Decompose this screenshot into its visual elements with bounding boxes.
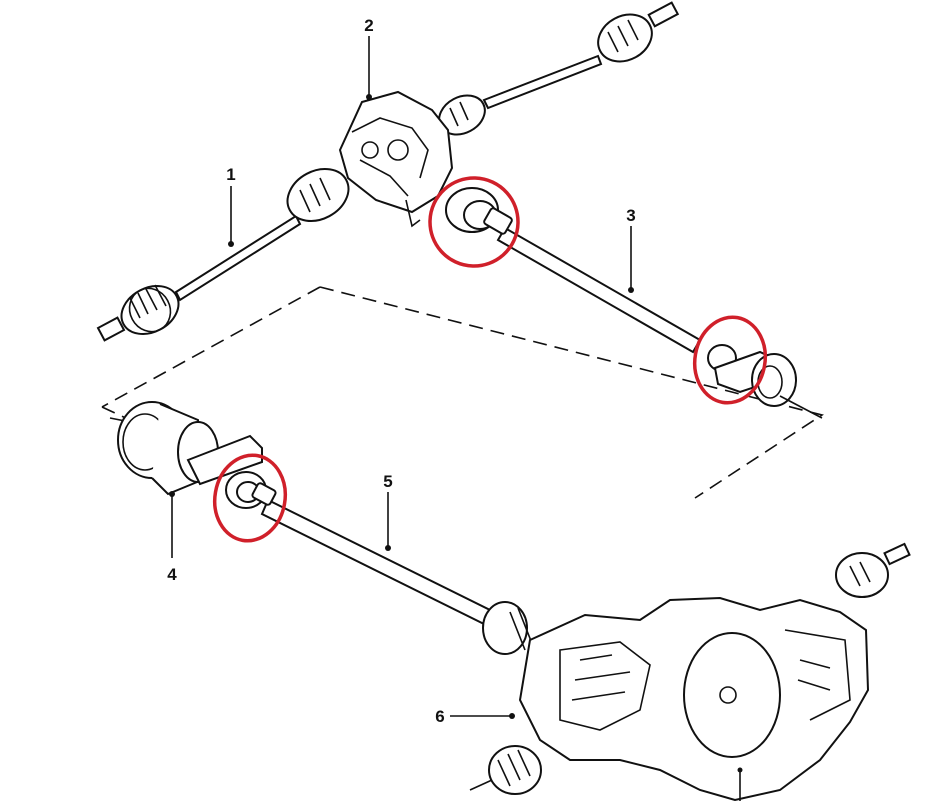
callout-6: 6 — [435, 707, 444, 726]
assembly-boundary — [101, 286, 824, 499]
front-left-driveshaft — [96, 168, 350, 342]
callout-3: 3 — [626, 206, 635, 225]
front-differential — [338, 90, 454, 228]
highlight-front-propshaft-front-joint — [428, 176, 520, 268]
gearbox-transfer-case — [469, 542, 911, 801]
rear-propshaft — [225, 471, 534, 655]
highlight-front-propshaft-rear-joint — [692, 315, 768, 405]
front-propshaft — [445, 187, 823, 419]
callout-2: 2 — [364, 16, 373, 35]
callout-5: 5 — [383, 472, 392, 491]
front-right-driveshaft — [438, 1, 680, 136]
callout-4: 4 — [167, 565, 177, 584]
callout-1: 1 — [226, 165, 235, 184]
highlight-rear-propshaft-front-joint — [212, 453, 288, 543]
